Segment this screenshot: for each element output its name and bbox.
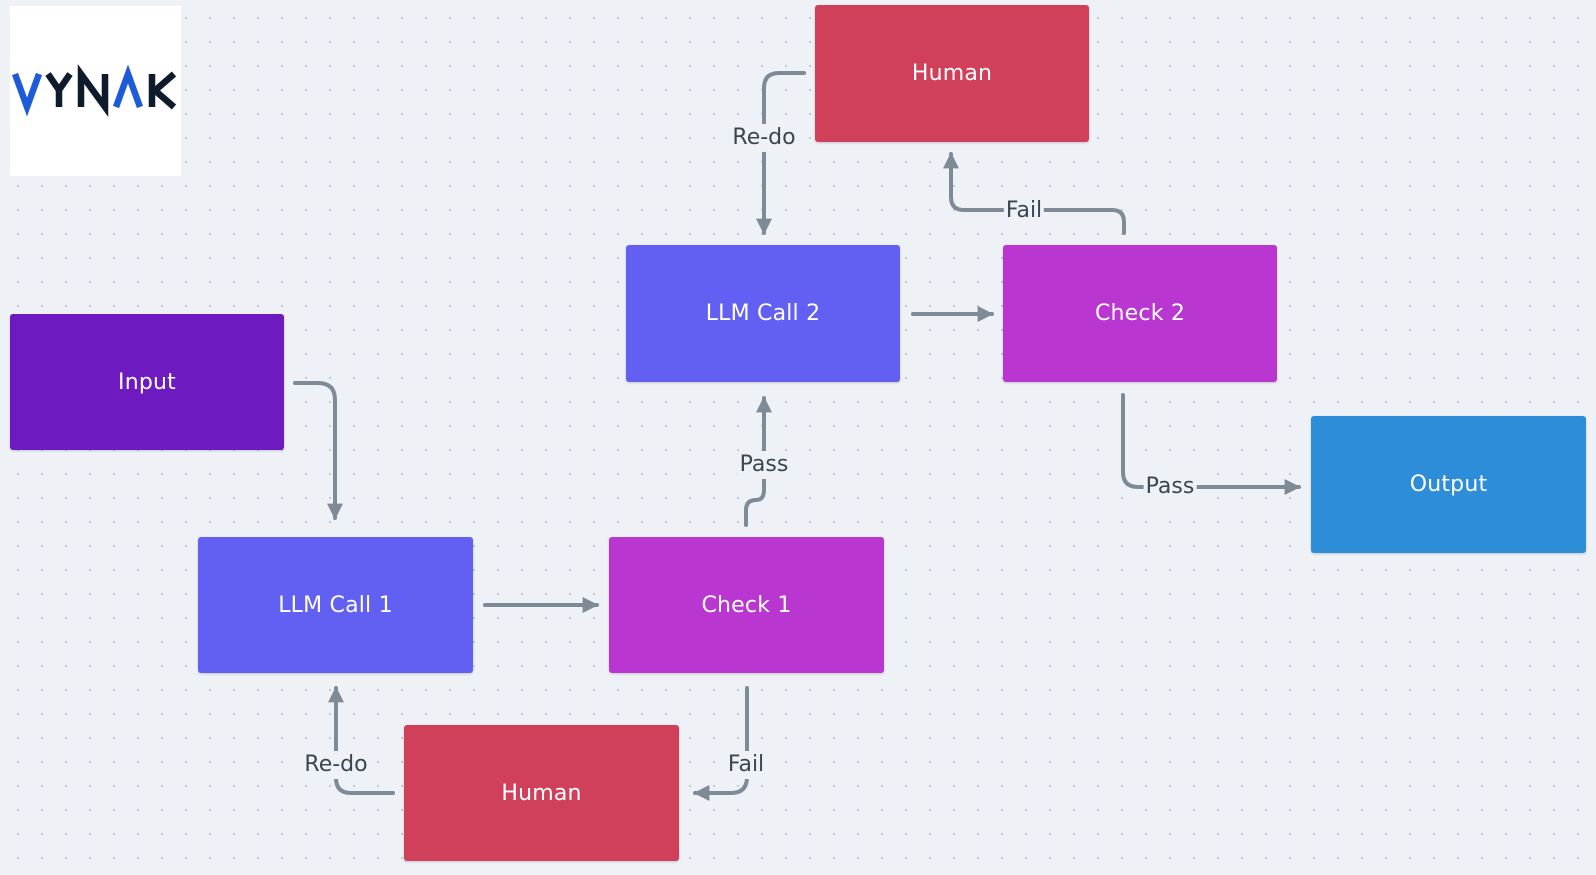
node-output[interactable]: Output: [1311, 416, 1586, 553]
node-check-2-label: Check 2: [1094, 301, 1186, 326]
node-human-2-label: Human: [911, 61, 993, 86]
node-llm-call-1-label: LLM Call 1: [278, 592, 393, 618]
node-check-1[interactable]: Check 1: [609, 537, 884, 673]
node-check-1-label: Check 1: [701, 592, 792, 618]
edge-label-check-2-pass: Pass: [1143, 473, 1197, 501]
edge-human-redo-to-llm-call-2: [756, 71, 806, 235]
node-human-1[interactable]: Human: [404, 725, 679, 861]
edge-label-check-2-fail: Fail: [1003, 197, 1045, 225]
edge-check-1-pass-to-llm-call-2: [744, 396, 772, 527]
node-input[interactable]: Input: [10, 314, 284, 450]
node-output-label: Output: [1409, 472, 1488, 497]
node-llm-call-2[interactable]: LLM Call 2: [626, 245, 900, 382]
node-human-2[interactable]: Human: [815, 5, 1089, 142]
edge-input-to-llm-call-1: [293, 381, 343, 520]
edge-label-check-1-pass: Pass: [737, 451, 791, 479]
edge-label-check-1-fail: Fail: [725, 751, 767, 779]
node-llm-call-1[interactable]: LLM Call 1: [198, 537, 473, 673]
edge-check-2-pass-to-output: [1121, 393, 1301, 495]
edge-label-human-2-redo: Re-do: [730, 124, 798, 152]
node-check-2[interactable]: Check 2: [1003, 245, 1277, 382]
vynak-logo-mark: [11, 64, 177, 117]
edge-label-human-1-redo: Re-do: [302, 751, 370, 779]
vynak-logo: [10, 6, 181, 176]
node-llm-call-2-label: LLM Call 2: [705, 301, 821, 326]
node-input-label: Input: [118, 369, 176, 395]
node-human-1-label: Human: [501, 780, 582, 806]
